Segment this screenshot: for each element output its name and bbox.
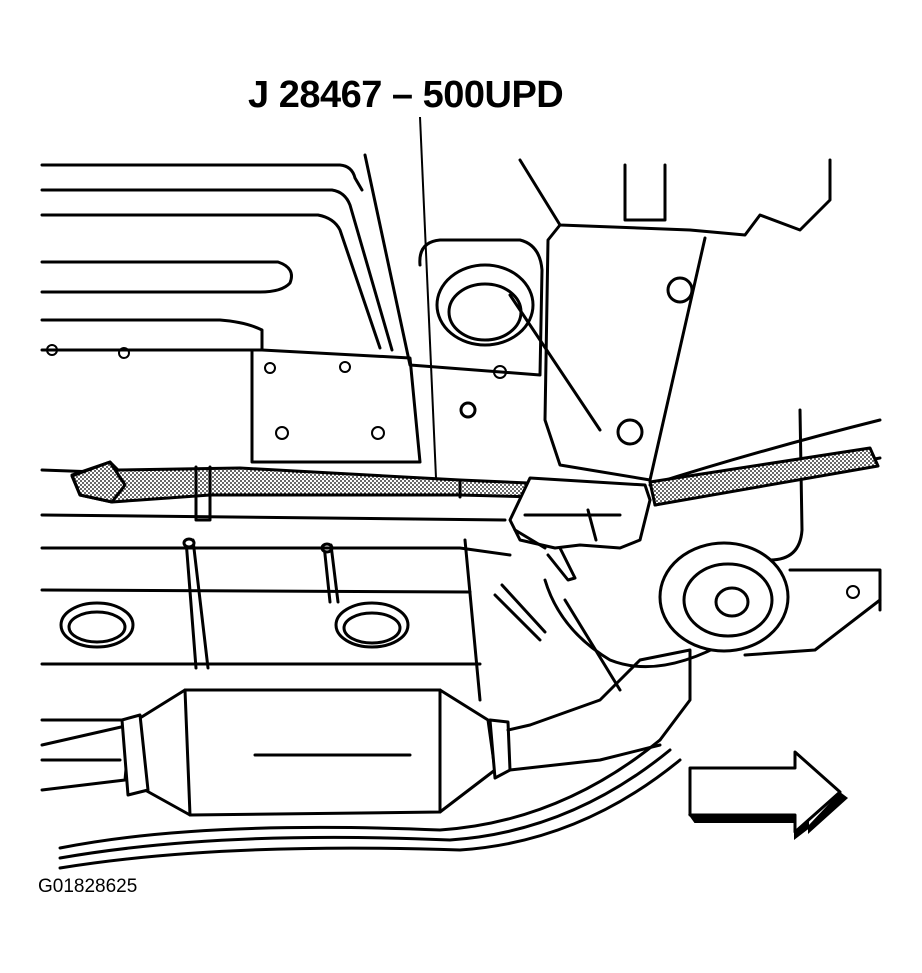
- catalytic-converter: [40, 648, 692, 817]
- straps: [182, 537, 340, 670]
- floor-edges: [58, 738, 682, 870]
- figure-id: G01828625: [38, 876, 138, 897]
- callout-leader-line: [419, 116, 437, 479]
- right-arrow-icon: [688, 750, 848, 841]
- bushing: [658, 541, 882, 657]
- frame-rail: [459, 158, 832, 482]
- special-tool-bar: [70, 446, 880, 522]
- lower-body: [40, 538, 732, 762]
- tool-callout-label: J 28467 – 500UPD: [248, 74, 564, 116]
- crossmember: [363, 153, 544, 379]
- tool-clamp: [508, 476, 652, 582]
- mount-bracket: [250, 348, 422, 464]
- floor-pan: [40, 163, 394, 359]
